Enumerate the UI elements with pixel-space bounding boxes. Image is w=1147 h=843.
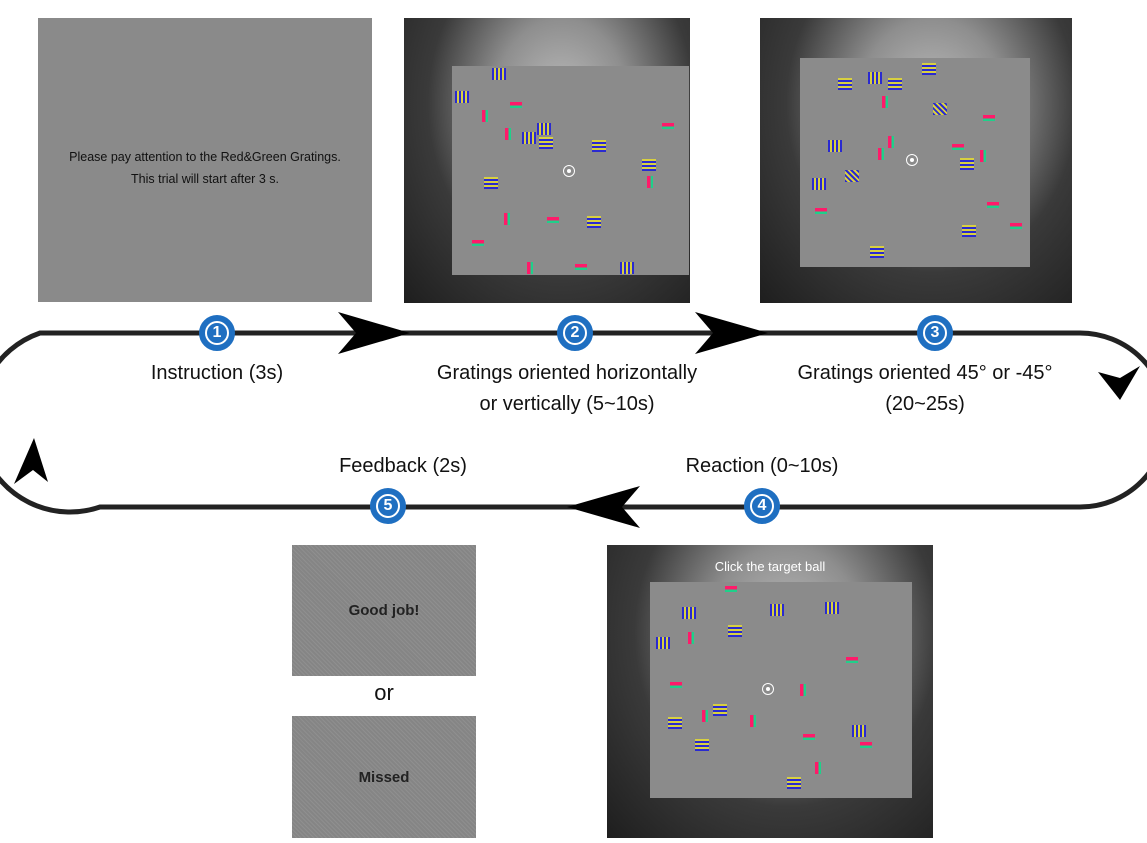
red-green-grating — [888, 136, 894, 148]
blue-yellow-grating — [933, 103, 947, 115]
red-green-grating — [803, 734, 815, 740]
blue-yellow-grating — [642, 159, 656, 171]
step-1-label: Instruction (3s) — [150, 362, 284, 384]
blue-yellow-grating — [592, 140, 606, 152]
red-green-grating — [815, 762, 821, 774]
step-4-label: Reaction (0~10s) — [685, 455, 839, 477]
red-green-grating — [952, 144, 964, 150]
step-badge-5: 5 — [370, 488, 406, 524]
blue-yellow-grating — [537, 123, 551, 135]
blue-yellow-grating — [852, 725, 866, 737]
red-green-grating — [860, 742, 872, 748]
blue-yellow-grating — [620, 262, 634, 274]
blue-yellow-grating — [812, 178, 826, 190]
instruction-line-2: This trial will start after 3 s. — [131, 172, 279, 186]
blue-yellow-grating — [522, 132, 536, 144]
blue-yellow-grating — [728, 625, 742, 637]
arrow-left-icon — [567, 486, 640, 528]
blue-yellow-grating — [828, 140, 842, 152]
arrow-right-icon — [695, 312, 768, 354]
blue-yellow-grating — [870, 246, 884, 258]
red-green-grating — [547, 217, 559, 223]
step-3-label-2: (20~25s) — [885, 393, 965, 415]
blue-yellow-grating — [838, 78, 852, 90]
reaction-prompt: Click the target ball — [714, 559, 826, 574]
blue-yellow-grating — [695, 739, 709, 751]
red-green-grating — [800, 684, 806, 696]
red-green-grating — [510, 102, 522, 108]
blue-yellow-grating — [888, 78, 902, 90]
red-green-grating — [527, 262, 533, 274]
red-green-grating — [750, 715, 756, 727]
blue-yellow-grating — [682, 607, 696, 619]
red-green-grating — [702, 710, 708, 722]
feedback-good-text: Good job! — [348, 602, 420, 619]
red-green-grating — [575, 264, 587, 270]
instruction-line-1: Please pay attention to the Red&Green Gr… — [69, 150, 341, 164]
red-green-grating — [670, 682, 682, 688]
blue-yellow-grating — [492, 68, 506, 80]
arrow-down-icon — [1098, 366, 1140, 400]
red-green-grating — [482, 110, 488, 122]
blue-yellow-grating — [868, 72, 882, 84]
red-green-grating — [882, 96, 888, 108]
blue-yellow-grating — [656, 637, 670, 649]
reaction-panel: Click the target ball — [607, 545, 933, 838]
grating-panel-diagonal — [760, 18, 1072, 303]
arrow-up-icon — [14, 438, 48, 484]
red-green-grating — [980, 150, 986, 162]
blue-yellow-grating — [960, 158, 974, 170]
fixation-ball — [563, 165, 575, 177]
or-text: or — [374, 680, 394, 705]
blue-yellow-grating — [845, 170, 859, 182]
fixation-ball — [906, 154, 918, 166]
red-green-grating — [472, 240, 484, 246]
stimulus-field — [452, 66, 689, 275]
loop-path — [0, 330, 1147, 515]
red-green-grating — [987, 202, 999, 208]
red-green-grating — [1010, 223, 1022, 229]
step-badge-3: 3 — [917, 315, 953, 351]
stimulus-field — [650, 582, 912, 798]
feedback-missed-panel: Missed — [292, 716, 476, 838]
step-badge-4: 4 — [744, 488, 780, 524]
stimulus-field — [800, 58, 1030, 267]
red-green-grating — [504, 213, 510, 225]
blue-yellow-grating — [455, 91, 469, 103]
red-green-grating — [983, 115, 995, 121]
red-green-grating — [846, 657, 858, 663]
blue-yellow-grating — [787, 777, 801, 789]
instruction-panel: Please pay attention to the Red&Green Gr… — [38, 18, 372, 302]
step-5-label: Feedback (2s) — [339, 455, 467, 477]
red-green-grating — [505, 128, 511, 140]
step-3-label: Gratings oriented 45° or -45° — [797, 362, 1053, 384]
blue-yellow-grating — [962, 225, 976, 237]
step-badge-1: 1 — [199, 315, 235, 351]
blue-yellow-grating — [770, 604, 784, 616]
red-green-grating — [662, 123, 674, 129]
step-2-label: Gratings oriented horizontally — [436, 362, 698, 384]
grating-panel-horizontal-vertical — [404, 18, 690, 303]
feedback-missed-text: Missed — [358, 768, 410, 786]
arrow-right-icon — [338, 312, 410, 354]
blue-yellow-grating — [713, 704, 727, 716]
blue-yellow-grating — [668, 717, 682, 729]
red-green-grating — [688, 632, 694, 644]
blue-yellow-grating — [484, 177, 498, 189]
red-green-grating — [647, 176, 653, 188]
blue-yellow-grating — [825, 602, 839, 614]
feedback-good-panel: Good job! — [292, 545, 476, 676]
step-badge-2: 2 — [557, 315, 593, 351]
red-green-grating — [878, 148, 884, 160]
fixation-ball — [762, 683, 774, 695]
step-2-label-2: or vertically (5~10s) — [479, 393, 655, 415]
blue-yellow-grating — [587, 216, 601, 228]
red-green-grating — [725, 586, 737, 592]
blue-yellow-grating — [922, 63, 936, 75]
blue-yellow-grating — [539, 137, 553, 149]
red-green-grating — [815, 208, 827, 214]
